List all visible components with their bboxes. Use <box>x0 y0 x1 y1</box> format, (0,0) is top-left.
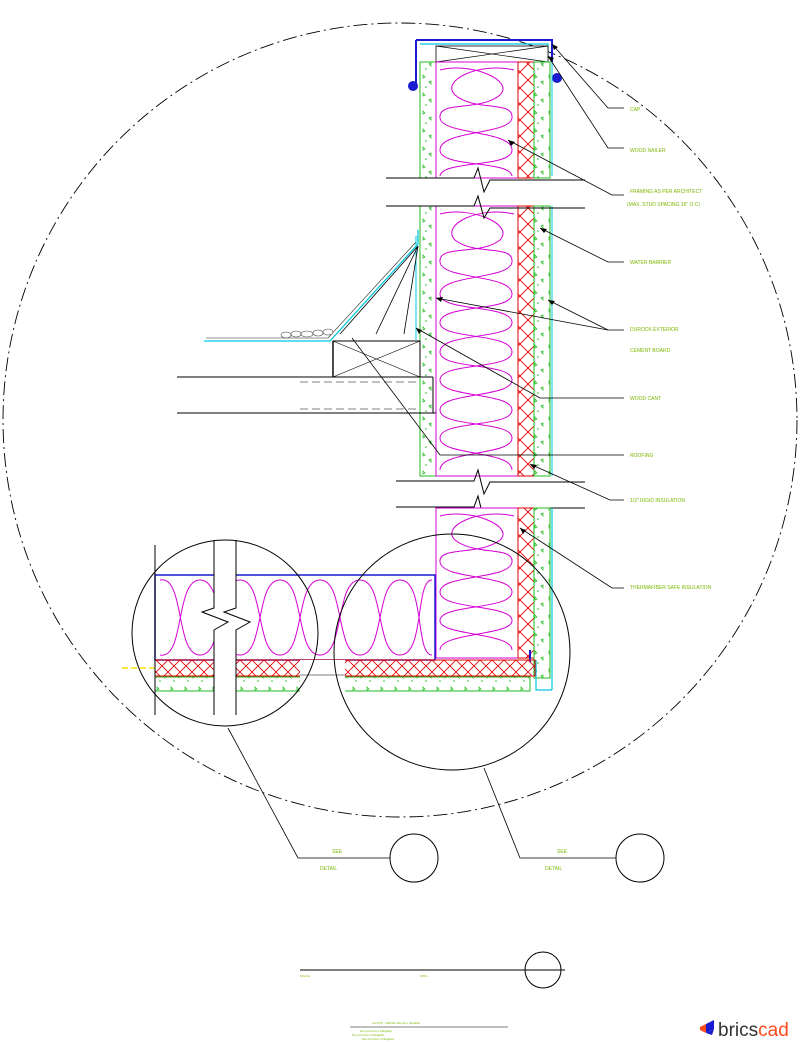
detail-circle-left <box>131 539 319 727</box>
label-wood-cant: WOOD CANT <box>630 396 661 402</box>
detail-ref-detail: DETAIL <box>545 866 562 872</box>
fine-print-line: fine print line 1 (illegible) <box>360 1029 392 1033</box>
detail-reference-2: SEE DETAIL <box>545 833 665 883</box>
scale-label: SCALE <box>300 974 310 978</box>
label-rigid-insulation: 1/2" RIGID INSULATION <box>630 498 685 504</box>
label-water-barrier: WATER BARRIER <box>630 260 672 266</box>
exterior-cement-board <box>533 61 551 179</box>
fine-print-line: fine print line 3 (illegible) <box>362 1037 394 1041</box>
parapet-cap <box>415 39 553 85</box>
dwg-label: DWG <box>420 974 428 978</box>
svg-text:bricscad: bricscad <box>718 1020 789 1041</box>
label-stud-spacing: (MAX. STUD SPACING 16" O.C) <box>627 202 700 208</box>
label-cap: CAP <box>630 107 641 113</box>
parapet-wall <box>386 39 585 477</box>
soffit-assembly <box>122 540 536 715</box>
fine-print: mmXXX - DETAIL title (tiny, illegible) f… <box>350 1021 508 1041</box>
label-wood-nailer: WOOD NAILER <box>630 148 666 154</box>
leader-arrowheads <box>416 44 558 534</box>
drawing-title-mark: SCALE DWG <box>300 951 565 989</box>
fine-print-line: fine print line 2 (illegible) <box>352 1033 384 1037</box>
lower-wall <box>396 468 585 691</box>
callout-labels: CAP WOOD NAILER FRAMING AS PER ARCHITECT… <box>627 107 712 591</box>
label-thermafiber: THERMAFIBER SAFE INSULATION <box>630 585 712 591</box>
brand-word: brics <box>718 1020 758 1041</box>
detail-bubble <box>615 833 665 883</box>
detail-boundary-circle <box>2 22 798 818</box>
detail-circle-right <box>333 533 571 771</box>
detail-ref-see: SEE <box>332 849 343 855</box>
roofing-membrane <box>204 230 419 342</box>
detail-ref-see: SEE <box>557 849 568 855</box>
detail-ref-detail: DETAIL <box>320 866 337 872</box>
bricscad-logo: bricscad <box>700 1020 789 1041</box>
label-framing: FRAMING AS PER ARCHITECT <box>630 189 702 195</box>
gravel <box>280 328 334 339</box>
label-cement-board: CEMENT BOARD <box>630 348 671 354</box>
break-line <box>386 166 585 194</box>
fine-print-title: mmXXX - DETAIL title (tiny, illegible) <box>372 1021 420 1025</box>
rigid-insulation <box>517 61 535 179</box>
detail-reference-1: SEE DETAIL <box>320 833 439 883</box>
brand-accent: cad <box>758 1020 789 1041</box>
roof-assembly <box>177 230 436 414</box>
bricscad-logo-icon <box>700 1020 714 1035</box>
label-durock: DUROCK EXTERIOR <box>630 327 679 333</box>
parapet-insulation <box>435 61 519 179</box>
label-roofing: ROOFING <box>630 453 653 459</box>
title-bubble <box>524 951 562 989</box>
detail-bubble <box>389 833 439 883</box>
callout-leaders <box>227 43 624 859</box>
